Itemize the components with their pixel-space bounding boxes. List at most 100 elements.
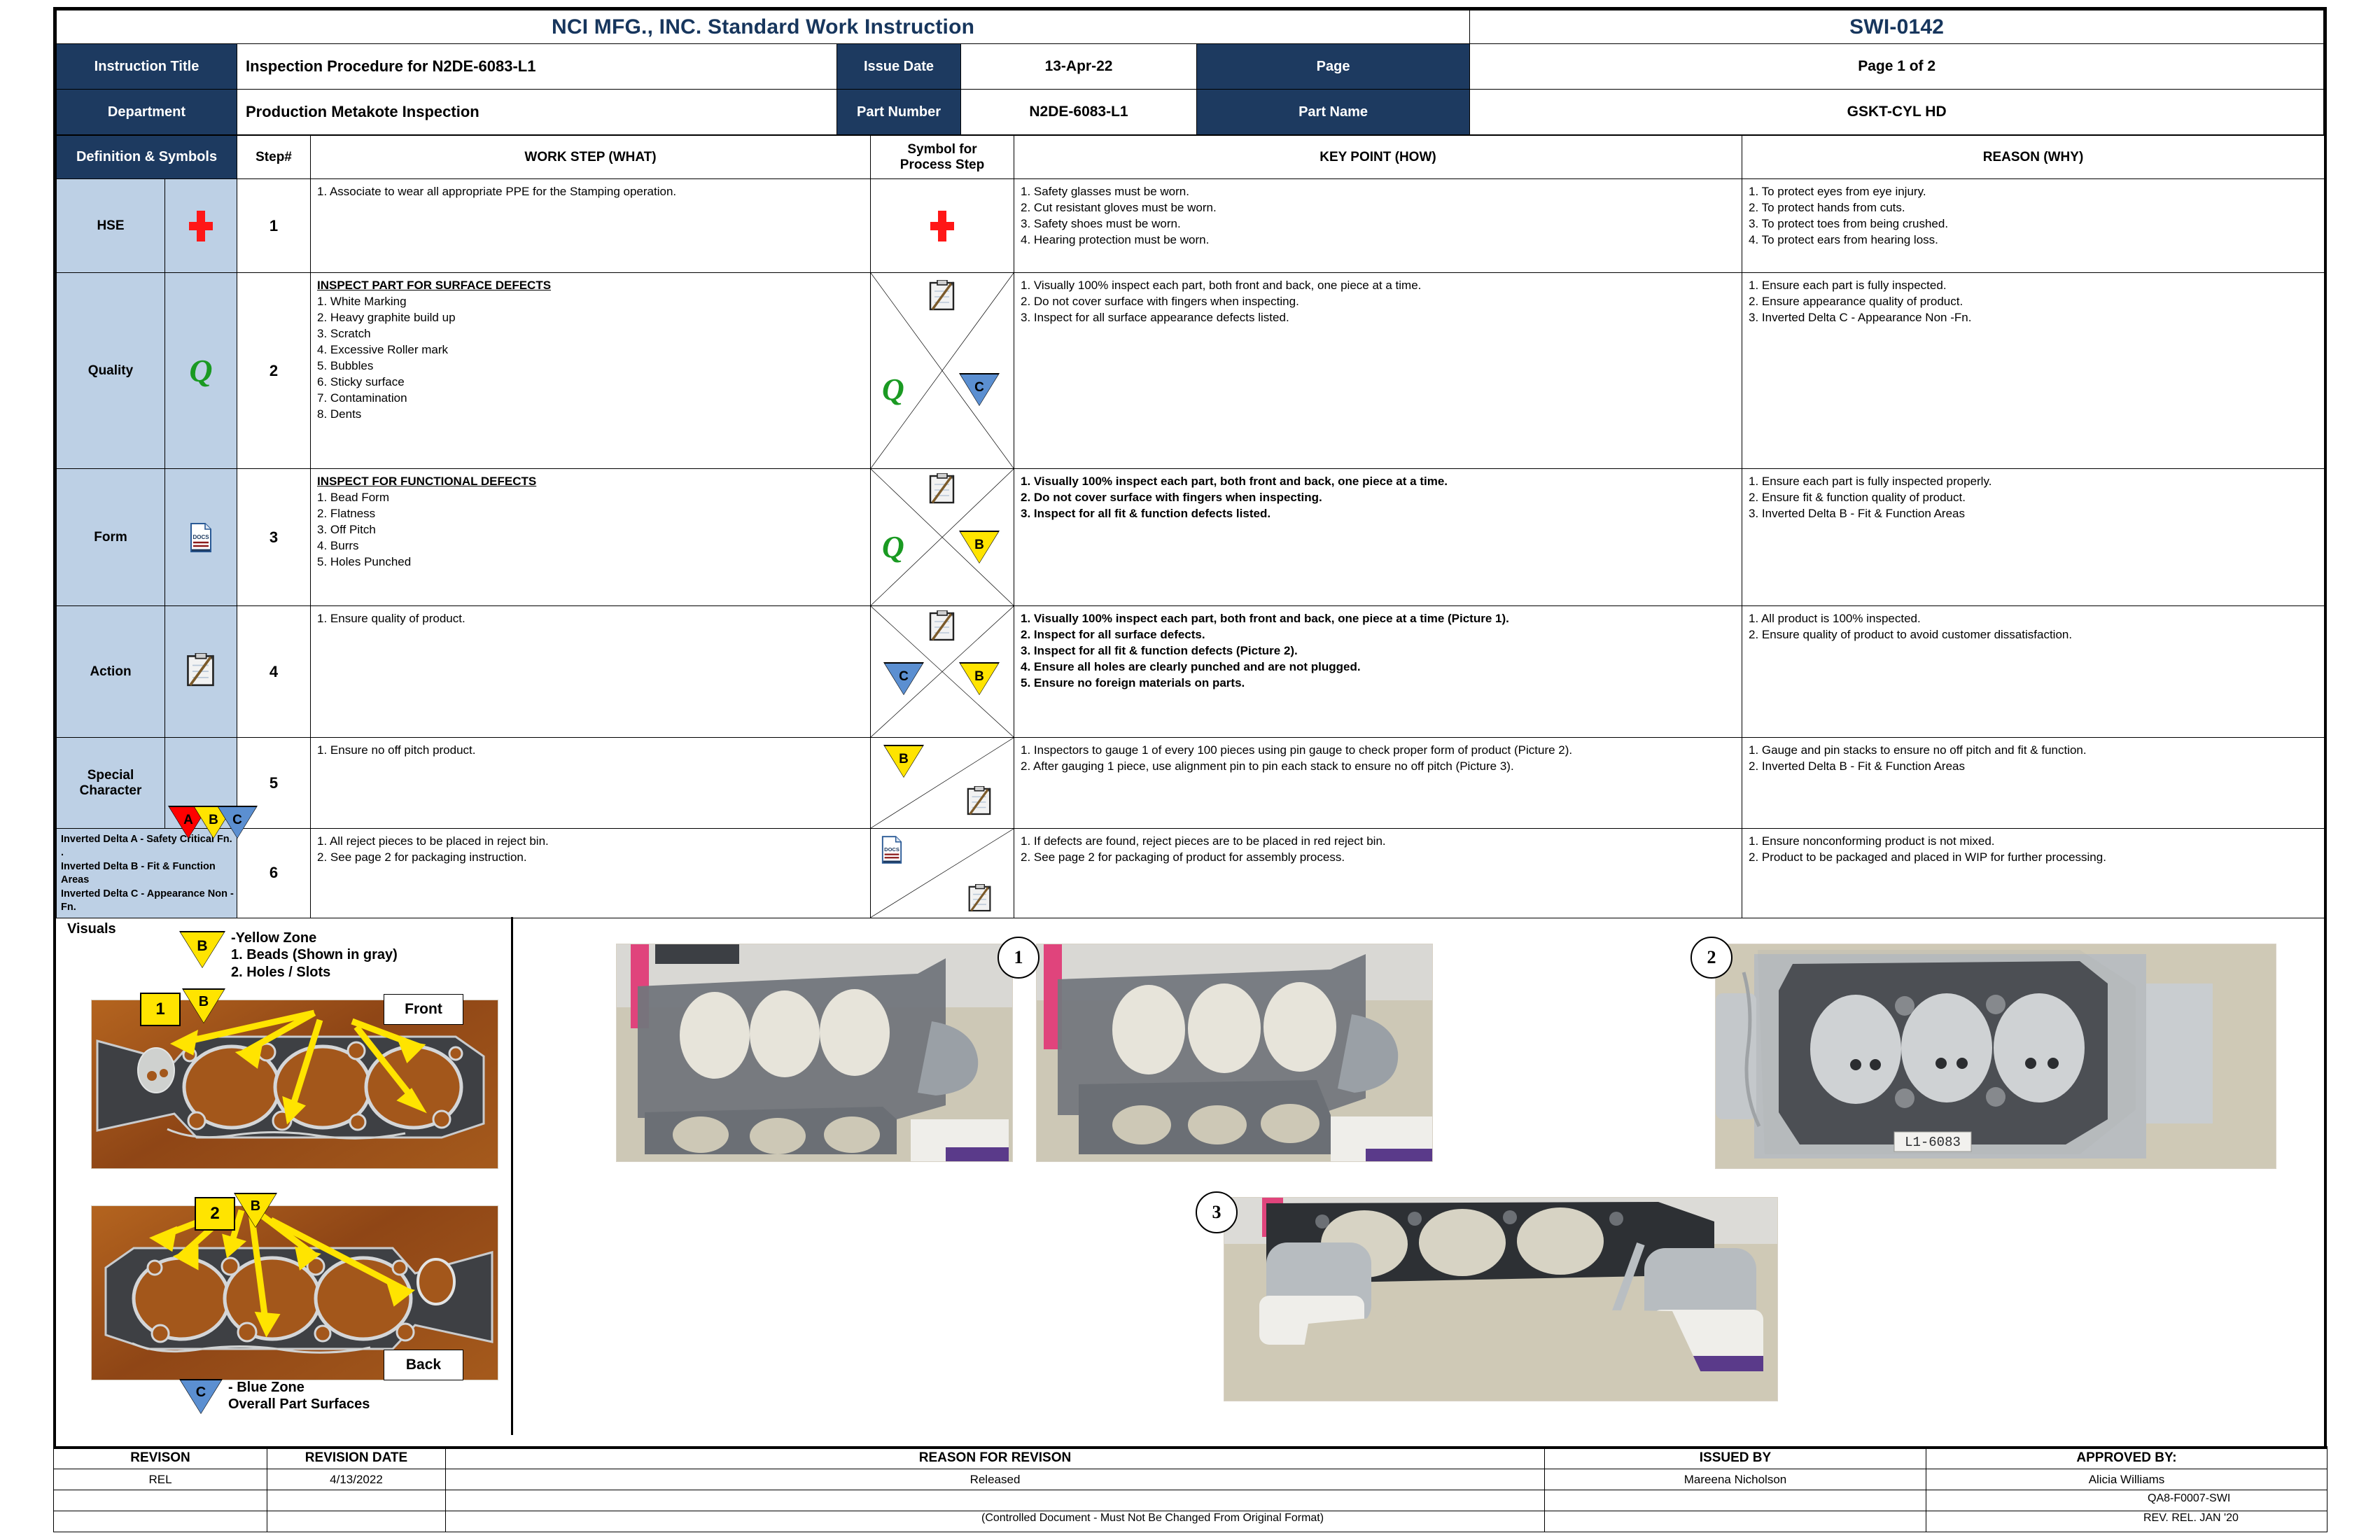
key-point-line: 2. See page 2 for packaging of product f… <box>1021 850 1345 864</box>
diagonal-line <box>871 829 1014 918</box>
work-step-heading: INSPECT PART FOR SURFACE DEFECTS <box>317 279 552 292</box>
reason-line: 1. Ensure nonconforming product is not m… <box>1749 834 1995 848</box>
value-part-number: N2DE-6083-L1 <box>960 89 1197 135</box>
work-step-line: 3. Scratch <box>317 326 371 340</box>
legend-delta-b: Inverted Delta B - Fit & Function Areas <box>61 860 216 886</box>
key-point-line: 2. After gauging 1 piece, use alignment … <box>1021 759 1514 773</box>
photo-1a-content <box>617 944 1012 1161</box>
work-step-line: 1. Ensure quality of product. <box>317 612 465 625</box>
key-point-line: 3. Inspect for all fit & function defect… <box>1021 506 1271 520</box>
work-instruction-table: Definition & Symbols Step# WORK STEP (WH… <box>56 135 2325 918</box>
reason-line: 3. Inverted Delta B - Fit & Function Are… <box>1749 506 1965 520</box>
inspection-photo-1b <box>1036 944 1433 1162</box>
value-instruction-title: Inspection Procedure for N2DE-6083-L1 <box>237 43 837 90</box>
reason-line: 4. To protect ears from hearing loss. <box>1749 232 1938 246</box>
red-cross-icon <box>189 210 213 241</box>
col-symbol-line2: Process Step <box>899 157 985 172</box>
reason-line: 2. Product to be packaged and placed in … <box>1749 850 2106 864</box>
key-point-line: 1. Safety glasses must be worn. <box>1021 185 1189 198</box>
key-point-cell: 1. Visually 100% inspect each part, both… <box>1014 606 1742 738</box>
work-step-heading: INSPECT FOR FUNCTIONAL DEFECTS <box>317 475 537 488</box>
key-point-line: 2. Inspect for all surface defects. <box>1021 627 1205 641</box>
reason-line: 1. Gauge and pin stacks to ensure no off… <box>1749 743 2087 757</box>
label-department: Department <box>56 89 237 135</box>
revision-row <box>53 1511 2328 1532</box>
delta-c-icon: C <box>217 805 258 839</box>
revision-table: REVISON REVISION DATE REASON FOR REVISON… <box>53 1446 2328 1532</box>
yellow-marker-label: B <box>197 938 208 954</box>
photo-callout-1: 1 <box>997 937 1040 979</box>
key-point-line: 4. Hearing protection must be worn. <box>1021 232 1210 246</box>
symbol-action-clipboard <box>164 606 237 738</box>
step-number: 3 <box>237 468 311 606</box>
key-point-line: 5. Ensure no foreign materials on parts. <box>1021 676 1245 690</box>
revision-date-value: 4/13/2022 <box>267 1469 446 1490</box>
category-action: Action <box>56 606 165 738</box>
reason-line: 2. Ensure appearance quality of product. <box>1749 294 1963 308</box>
work-step-line: 1. All reject pieces to be placed in rej… <box>317 834 549 848</box>
symbol-hse-cross <box>164 178 237 273</box>
revision-col-issued-by: ISSUED BY <box>1544 1446 1926 1469</box>
key-point-cell: 1. Visually 100% inspect each part, both… <box>1014 272 1742 469</box>
yellow-zone-item: 2. Holes / Slots <box>231 964 331 980</box>
revision-reason-value <box>445 1511 1545 1532</box>
label-instruction-title: Instruction Title <box>56 43 237 90</box>
reason-line: 3. To protect toes from being crushed. <box>1749 216 1949 230</box>
revision-col-approved-by: APPROVED BY: <box>1926 1446 2328 1469</box>
blue-zone-text: - Blue Zone Overall Part Surfaces <box>228 1379 370 1413</box>
header-table: NCI MFG., INC. Standard Work Instruction… <box>55 10 2325 135</box>
doc-number: SWI-0142 <box>1469 10 2325 44</box>
photo-2-content: L1-6083 <box>1716 944 2276 1168</box>
gasket-back-outline <box>104 1247 493 1354</box>
clipboard-icon <box>966 785 994 817</box>
revision-value <box>53 1490 267 1511</box>
docs-icon: DOCS <box>881 836 904 865</box>
value-page: Page 1 of 2 <box>1469 43 2325 90</box>
controlled-document-note: (Controlled Document - Must Not Be Chang… <box>981 1512 1324 1524</box>
svg-text:L1-6083: L1-6083 <box>1905 1135 1961 1150</box>
reason-line: 2. Ensure quality of product to avoid cu… <box>1749 627 2073 641</box>
step-number: 4 <box>237 606 311 738</box>
work-step-line: 4. Excessive Roller mark <box>317 342 449 356</box>
revision-reason-value <box>445 1490 1545 1511</box>
x-cross-lines <box>871 273 1014 468</box>
work-step-line: 2. Heavy graphite build up <box>317 310 456 324</box>
blue-zone-marker-icon: C <box>179 1379 223 1414</box>
reason-line: 2. Inverted Delta B - Fit & Function Are… <box>1749 759 1965 773</box>
photo-callout-3: 3 <box>1196 1191 1238 1233</box>
table-row: HSE 1 1. Associate to wear all appropria… <box>56 178 2325 273</box>
value-issue-date: 13-Apr-22 <box>960 43 1197 90</box>
category-hse: HSE <box>56 178 165 273</box>
reason-cell: 1. Ensure each part is fully inspected p… <box>1742 468 2325 606</box>
work-step-cell: 1. Ensure no off pitch product. <box>310 737 871 829</box>
inspection-photo-2: L1-6083 <box>1715 944 2276 1169</box>
front-delta-b-icon: B <box>182 988 225 1023</box>
delta-b-icon: B <box>883 745 924 778</box>
yellow-zone-marker-icon: B <box>179 931 225 968</box>
work-step-line: 1. Associate to wear all appropriate PPE… <box>317 185 677 198</box>
reason-line: 3. Inverted Delta C - Appearance Non -Fn… <box>1749 310 1972 324</box>
table-row: Inverted Delta A - Safety Critical Fn. .… <box>56 828 2325 918</box>
label-issue-date: Issue Date <box>836 43 961 90</box>
work-step-line: 1. Bead Form <box>317 490 389 504</box>
inspection-photo-3 <box>1224 1197 1778 1401</box>
reason-cell: 1. Gauge and pin stacks to ensure no off… <box>1742 737 2325 829</box>
key-point-line: 1. Visually 100% inspect each part, both… <box>1021 612 1509 625</box>
revision-col-revison: REVISON <box>53 1446 267 1469</box>
category-special-character-label: Special Character <box>79 767 142 798</box>
col-reason: REASON (WHY) <box>1742 135 2325 179</box>
table-row: Action 4 1. Ensure quality of product. C… <box>56 606 2325 738</box>
col-symbol-line1: Symbol for <box>907 142 977 158</box>
category-special-character: Special Character <box>56 737 165 829</box>
svg-text:DOCS: DOCS <box>884 846 899 853</box>
revision-approved-by-value: Alicia Williams <box>1926 1469 2328 1490</box>
work-step-cell: 1. Associate to wear all appropriate PPE… <box>310 178 871 273</box>
label-part-name: Part Name <box>1196 89 1471 135</box>
revision-value <box>53 1511 267 1532</box>
work-step-cell: INSPECT FOR FUNCTIONAL DEFECTS 1. Bead F… <box>310 468 871 606</box>
work-step-line: 5. Bubbles <box>317 358 374 372</box>
revision-col-date: REVISION DATE <box>267 1446 446 1469</box>
key-point-line: 2. Do not cover surface with fingers whe… <box>1021 490 1322 504</box>
process-symbol-cell: DOCS <box>870 828 1014 918</box>
work-step-line: 8. Dents <box>317 407 362 421</box>
